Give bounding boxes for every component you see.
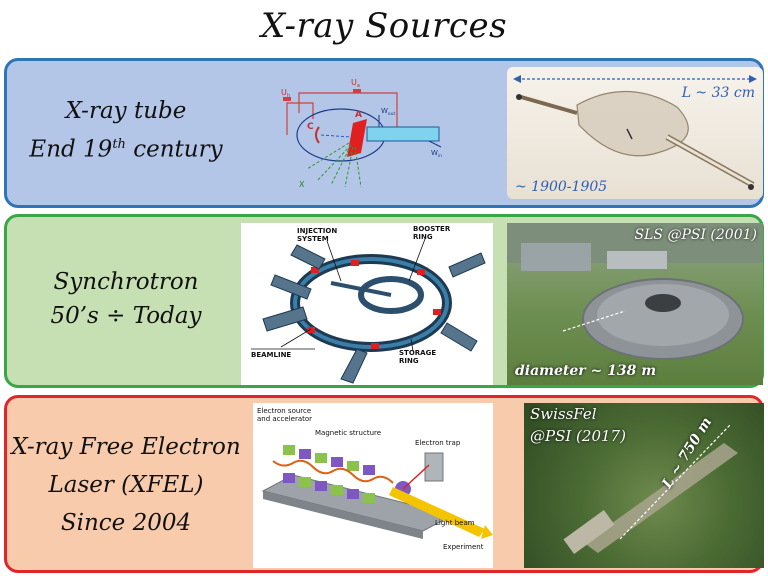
label-light-beam: Light beam: [435, 519, 475, 527]
swissfel-caption-1: SwissFel: [530, 405, 597, 423]
label-beamline: BEAMLINE: [251, 351, 292, 359]
row-xray-tube: X-ray tube End 19th century: [4, 58, 764, 208]
label-electron-trap: Electron trap: [415, 439, 461, 447]
row-xfel: X-ray Free Electron Laser (XFEL) Since 2…: [4, 395, 764, 573]
label-experiment: Experiment: [443, 543, 484, 551]
slide-title: X-ray Sources: [260, 6, 508, 46]
row-label-synchrotron: Synchrotron 50’s ÷ Today: [7, 265, 245, 333]
label-magnetic-structure: Magnetic structure: [315, 429, 382, 437]
row-label-line-1: Synchrotron: [53, 269, 199, 295]
row-label-line-2: End 19th century: [7, 128, 245, 167]
row-label-line-1: X-ray tube: [65, 98, 187, 124]
swissfel-aerial-illustration: [563, 424, 738, 554]
row-label-line-2a: End 19: [29, 136, 113, 163]
xfel-schematic: [261, 445, 493, 539]
synchrotron-schematic: [251, 238, 486, 384]
sls-diameter-label: diameter ~ 138 m: [515, 363, 657, 379]
tube-date-label: ~ 1900-1905: [515, 179, 608, 195]
xray-tube-schematic: Uh Ua C A Wout Win X: [281, 78, 442, 189]
xray-tube-illustration: [513, 75, 757, 190]
xray-tube-diagram: Uh Ua C A Wout Win X: [269, 73, 449, 201]
row-label-line-2b: century: [125, 136, 223, 163]
row-label-line-3: Since 2004: [60, 510, 192, 536]
row-label-line-2: 50’s ÷ Today: [50, 303, 202, 329]
row-synchrotron: Synchrotron 50’s ÷ Today: [4, 214, 764, 388]
xray-tube-photo: L ~ 33 cm ~ 1900-1905: [507, 67, 763, 199]
tube-length-label: L ~ 33 cm: [681, 85, 755, 101]
label-u2: Ua: [351, 78, 360, 89]
swissfel-aerial-photo: SwissFel @PSI (2017) L ~ 750 m: [524, 403, 764, 568]
row-label-xfel: X-ray Free Electron Laser (XFEL) Since 2…: [7, 428, 245, 542]
row-label-xray-tube: X-ray tube End 19th century: [7, 94, 245, 167]
swissfel-caption-2: @PSI (2017): [530, 427, 626, 445]
row-label-line-1: X-ray Free Electron: [11, 434, 241, 460]
sls-caption: SLS @PSI (2001): [634, 227, 757, 243]
sls-aerial-illustration: [507, 223, 763, 360]
sls-aerial-photo: SLS @PSI (2001) diameter ~ 138 m: [507, 223, 763, 385]
label-win: Win: [431, 149, 442, 159]
row-label-line-2: Laser (XFEL): [48, 472, 204, 498]
label-wout: Wout: [381, 107, 396, 117]
label-anode: A: [355, 110, 362, 120]
label-u1: Uh: [281, 88, 290, 99]
label-x: X: [299, 180, 305, 189]
row-label-sup: th: [112, 137, 126, 152]
label-cathode: C: [307, 122, 314, 132]
